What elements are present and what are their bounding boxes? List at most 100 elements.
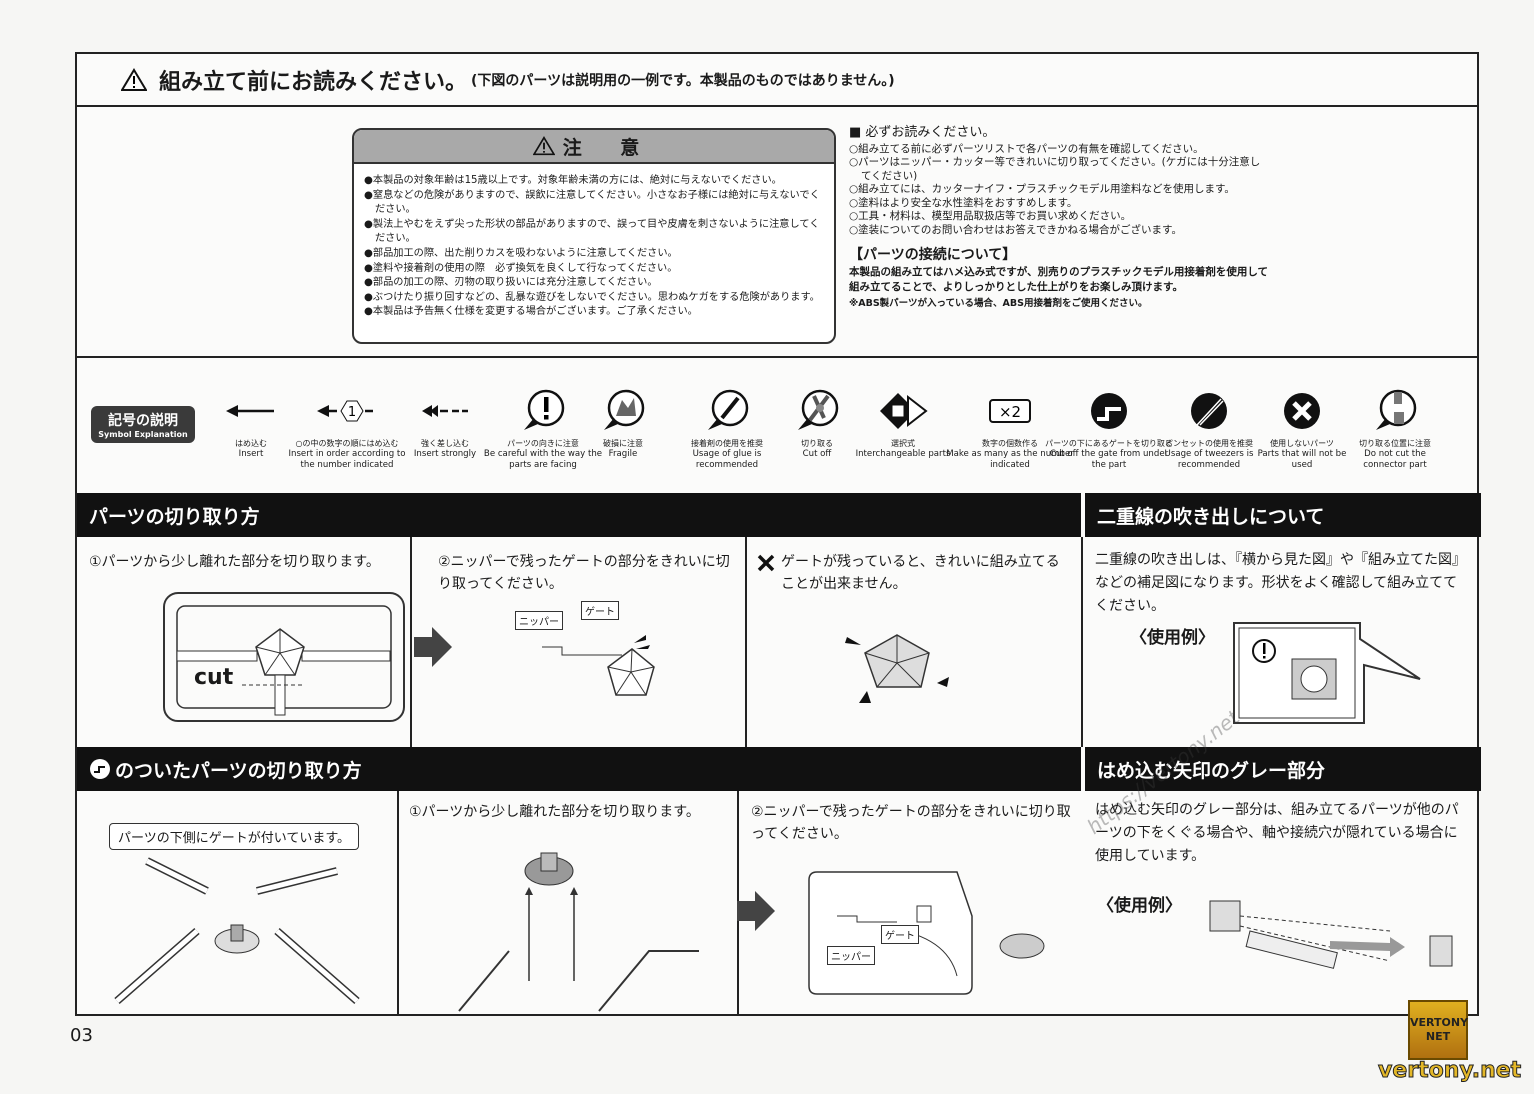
unused-icon	[1252, 388, 1352, 434]
symbol-label-en: Do not cut the connector part	[1363, 449, 1427, 470]
cut-label: cut	[194, 665, 234, 690]
step-text: ①パーツから少し離れた部分を切り取ります。	[89, 554, 380, 570]
section-bar-under-gate: のついたパーツの切り取り方	[77, 747, 1081, 791]
panel-text: 二重線の吹き出しは、『横から見た図』や『組み立てた図』などの補足図になります。形…	[1095, 552, 1466, 614]
symbol-explanation-badge: 記号の説明 Symbol Explanation	[91, 406, 195, 443]
fragile-icon	[573, 388, 673, 434]
step-text: ②ニッパーで残ったゲートの部分をきれいに切り取ってください。	[751, 804, 1071, 842]
tweezers-icon	[1144, 388, 1274, 434]
page-number: 03	[70, 1025, 93, 1046]
symbol-label-en: Insert strongly	[413, 449, 477, 459]
sprue-underside-illustration	[114, 857, 360, 1005]
must-read-title: ■ 必ずお読みください。	[849, 125, 996, 140]
nipper-underside-illustration	[808, 871, 1045, 995]
caution-item: ●窒息などの危険がありますので、誤飲に注意してください。小さなお子様には絶対に与…	[364, 189, 820, 216]
section-bar-gray-arrow: はめ込む矢印のグレー部分	[1085, 747, 1481, 791]
panel-text: はめ込む矢印のグレー部分は、組み立てるパーツが他のパーツの下をくぐる場合や、軸や…	[1095, 802, 1459, 864]
symbol-label-en: Cut off	[802, 449, 832, 459]
warning-icon	[532, 136, 555, 156]
section-title: 二重線の吹き出しについて	[1097, 505, 1325, 528]
section-title: パーツの切り取り方	[89, 505, 260, 528]
next-arrow-icon	[414, 627, 452, 667]
gate-label: ゲート	[881, 925, 919, 944]
symbol-label-en: Fragile	[608, 449, 638, 459]
symbol-label-jp: 接着剤の使用を推奨	[691, 439, 763, 448]
symbol-label-en: Insert in order according to the number …	[288, 449, 406, 470]
callout-text: パーツの下側にゲートが付いています。	[109, 823, 360, 850]
page-subtitle: (下図のパーツは説明用の一例です。本製品のものではありません。)	[471, 72, 895, 89]
instruction-page: 組み立て前にお読みください。 (下図のパーツは説明用の一例です。本製品のものでは…	[75, 52, 1481, 1016]
gate-remaining-illustration	[845, 634, 949, 703]
symbol-label-jp: はめ込む	[235, 439, 267, 448]
gray-arrow-illustration	[1209, 900, 1453, 969]
symbol-label-en: Insert	[238, 449, 264, 459]
warning-icon	[121, 67, 147, 91]
watermark-logo: VERTONY NET	[1408, 1000, 1468, 1060]
double-line-balloon-illustration	[1233, 622, 1421, 724]
caution-item: ●製法上やむをえず尖った形状の部品がありますので、誤って目や皮膚を刺さないように…	[364, 218, 820, 245]
under-gate-overview: パーツの下側にゲートが付いています。	[77, 791, 399, 1016]
section-title: のついたパーツの切り取り方	[115, 759, 362, 782]
symbol-label-en: Make as many as the number indicated	[946, 449, 1074, 470]
symbol-label-en: Be careful with the way the parts are fa…	[483, 449, 603, 470]
multiply-icon: ×2	[945, 388, 1075, 434]
symbol-label-en: Usage of glue is recommended	[692, 449, 762, 470]
caution-item: ●部品加工の際、出た削りカスを吸わないように注意してください。	[364, 247, 678, 259]
symbol-label-jp: パーツの下にあるゲートを切り取る	[1045, 439, 1173, 448]
gate-label: ゲート	[581, 601, 619, 620]
sprue-illustration	[163, 592, 405, 722]
symbol-label-jp: ピンセットの使用を推奨	[1165, 439, 1253, 448]
section-title: はめ込む矢印のグレー部分	[1097, 759, 1326, 782]
gray-arrow-panel: はめ込む矢印のグレー部分は、組み立てるパーツが他のパーツの下をくぐる場合や、軸や…	[1085, 791, 1481, 1016]
svg-text:1: 1	[348, 405, 356, 420]
svg-text:×2: ×2	[999, 403, 1021, 421]
symbol-label-en: Parts that will not be used	[1257, 449, 1347, 470]
connector-icon	[1345, 388, 1445, 434]
symbol-label-en: Cut off the gate from under the part	[1049, 449, 1169, 470]
symbol-label-jp: 破損に注意	[603, 439, 643, 448]
example-label: 〈使用例〉	[1130, 628, 1215, 648]
must-read-item: ○組み立てには、カッターナイフ・プラスチックモデル用塗料などを使用します。	[849, 183, 1235, 195]
gate-under-icon	[90, 759, 110, 779]
under-gate-step-2: ②ニッパーで残ったゲートの部分をきれいに切り取ってください。 ニッパー ゲート	[737, 791, 1083, 1016]
must-read-section: ■ 必ずお読みください。 ○組み立てる前に必ずパーツリストで各パーツの有無を確認…	[849, 126, 1269, 310]
strong-arrow-icon	[395, 388, 495, 434]
connect-body: 本製品の組み立てはハメ込み式ですが、別売りのプラスチックモデル用接着剤を使用して…	[849, 265, 1269, 293]
cutting-bad-example: ゲートが残っていると、きれいに組み立てることが出来ません。	[747, 537, 1083, 747]
nipper-label: ニッパー	[827, 946, 875, 965]
symbol-title-en: Symbol Explanation	[98, 430, 188, 439]
step-text: ゲートが残っていると、きれいに組み立てることが出来ません。	[781, 554, 1060, 592]
connect-title: 【パーツの接続について】	[849, 247, 1017, 263]
cutting-step-2: ②ニッパーで残ったゲートの部分をきれいに切り取ってください。 ニッパー ゲート	[412, 537, 747, 747]
nipper-gate-illustration	[542, 635, 655, 696]
symbol-label-en: Interchangeable parts	[855, 449, 951, 459]
example-label: 〈使用例〉	[1097, 896, 1182, 916]
symbol-label-jp: 強く差し込む	[421, 439, 469, 448]
nipper-label: ニッパー	[515, 611, 563, 630]
under-gate-step-1: ①パーツから少し離れた部分を切り取ります。	[399, 791, 739, 1016]
symbol-label-jp: 数字の個数作る	[982, 439, 1038, 448]
double-line-panel: 二重線の吹き出しは、『横から見た図』や『組み立てた図』などの補足図になります。形…	[1085, 537, 1481, 747]
step-text: ②ニッパーで残ったゲートの部分をきれいに切り取ってください。	[438, 554, 730, 592]
must-read-item: ○パーツはニッパー・カッター等できれいに切り取ってください。(ケガには十分注意し…	[849, 156, 1261, 182]
nipper-icon	[767, 388, 867, 434]
page-header: 組み立て前にお読みください。 (下図のパーツは説明用の一例です。本製品のものでは…	[77, 54, 1477, 107]
next-arrow-icon	[737, 891, 775, 931]
symbol-title-jp: 記号の説明	[108, 413, 178, 429]
step-text: ①パーツから少し離れた部分を切り取ります。	[409, 804, 700, 820]
symbol-label-jp: 切り取る位置に注意	[1359, 439, 1431, 448]
cross-icon	[757, 554, 775, 572]
symbol-label-jp: パーツの向きに注意	[507, 439, 579, 448]
page-title: 組み立て前にお読みください。	[159, 69, 468, 95]
watermark-site: vertony.net	[1377, 1058, 1522, 1084]
